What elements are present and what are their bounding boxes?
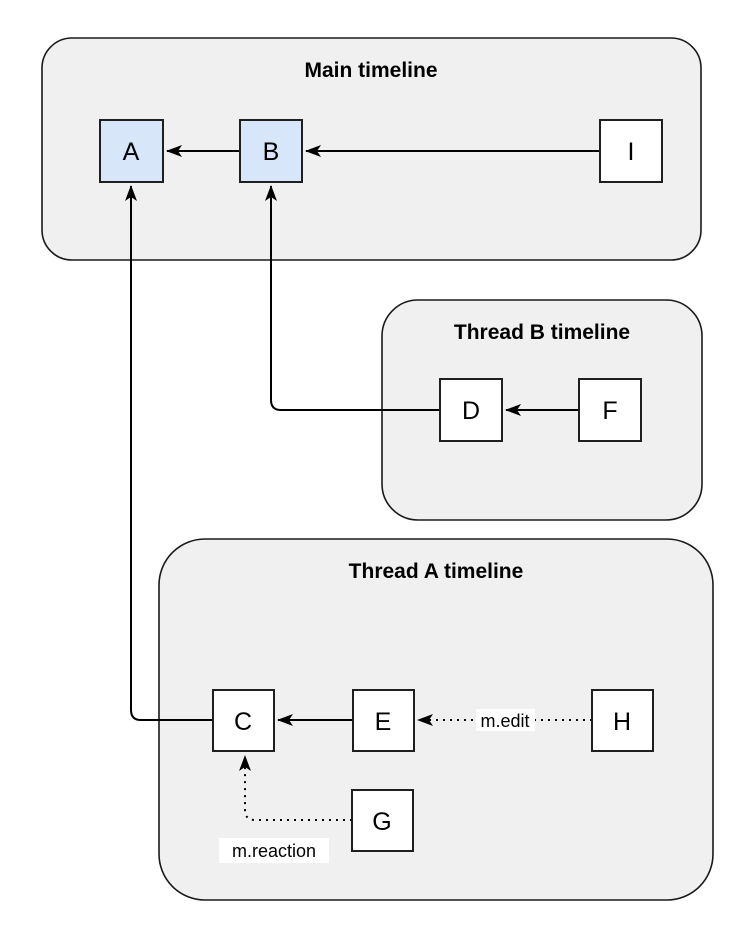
- node-D: D: [439, 378, 503, 442]
- node-H-box: [591, 689, 654, 752]
- node-D-box: [439, 378, 503, 442]
- container-main-timeline-box: [41, 37, 702, 261]
- node-H: H: [591, 689, 654, 752]
- node-C: C: [212, 689, 275, 752]
- edge-C-to-A: [125, 185, 213, 721]
- container-thread-b-timeline-title: Thread B timeline: [454, 321, 630, 344]
- node-I-box: [599, 119, 663, 183]
- node-E: E: [352, 689, 415, 752]
- edge-label-m-reaction: m.reaction: [219, 838, 329, 863]
- node-C-label: C: [234, 708, 252, 736]
- node-F-label: F: [602, 397, 617, 425]
- node-A-box: [99, 119, 164, 183]
- edge-label-m-reaction-text: m.reaction: [232, 841, 316, 861]
- container-main-timeline: Main timeline: [41, 37, 702, 261]
- node-E-box: [352, 689, 415, 752]
- node-B: B: [239, 119, 303, 183]
- node-C-box: [212, 689, 275, 752]
- node-G: G: [351, 789, 414, 852]
- node-F: F: [578, 378, 642, 442]
- edge-label-m-edit: m.edit: [476, 709, 535, 731]
- node-D-label: D: [462, 397, 480, 425]
- edge-G-to-C: [239, 755, 352, 821]
- node-E-label: E: [375, 708, 392, 736]
- edge-D-to-B: [265, 185, 440, 411]
- node-B-label: B: [263, 138, 280, 166]
- node-F-box: [578, 378, 642, 442]
- node-G-label: G: [372, 808, 391, 836]
- edge-label-m-edit-text: m.edit: [480, 711, 529, 731]
- node-A-label: A: [123, 138, 140, 166]
- node-G-box: [351, 789, 414, 852]
- node-A: A: [99, 119, 164, 183]
- edge-label-m-edit-bg: [476, 709, 535, 731]
- node-B-box: [239, 119, 303, 183]
- edge-label-m-reaction-bg: [219, 838, 329, 863]
- container-thread-a-timeline-title: Thread A timeline: [349, 560, 524, 583]
- container-main-timeline-title: Main timeline: [304, 59, 437, 82]
- node-H-label: H: [613, 708, 631, 736]
- node-I: I: [599, 119, 663, 183]
- node-I-label: I: [628, 138, 635, 166]
